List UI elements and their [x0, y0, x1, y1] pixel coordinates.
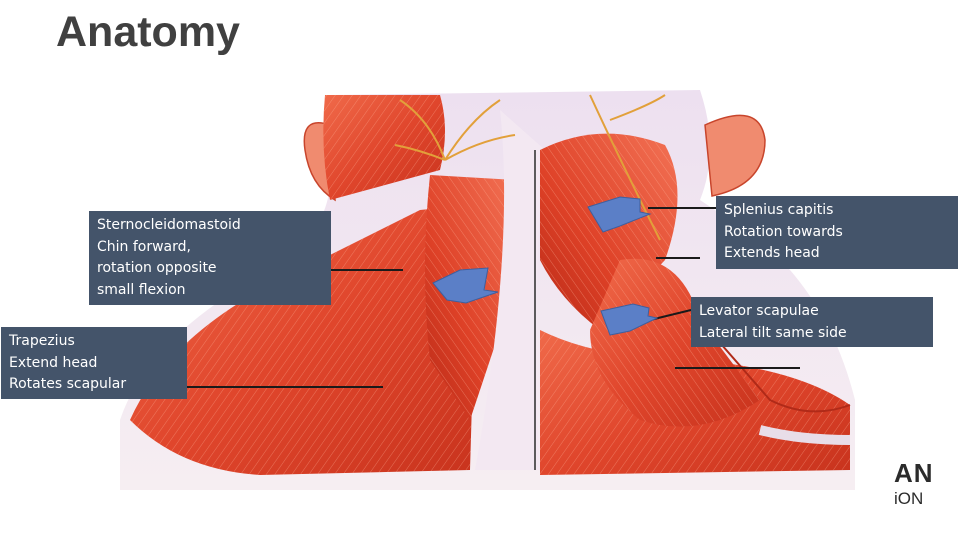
block-arrow-icon	[600, 303, 659, 336]
label-line: Splenius capitis	[724, 202, 834, 218]
sternocleidomastoid-label: Sternocleidomastoid Chin forward, rotati…	[89, 211, 331, 305]
label-line: Chin forward,	[97, 238, 191, 255]
block-arrow-icon	[587, 196, 652, 233]
logo: AN iON	[894, 458, 960, 518]
nerve-left	[394, 99, 516, 161]
page-title: Anatomy	[56, 8, 240, 56]
logo-text-top: AN	[894, 458, 934, 488]
nerve-right	[589, 94, 666, 241]
logo-text-bottom: iON	[894, 489, 924, 508]
label-line: Lateral tilt same side	[699, 324, 847, 341]
block-arrow-icon	[432, 267, 499, 304]
label-line: rotation opposite	[97, 260, 217, 276]
label-line: Levator scapulae	[699, 303, 819, 319]
label-line: Rotates scapular	[9, 376, 127, 392]
label-line: Extend head	[9, 354, 98, 371]
label-line: small flexion	[97, 281, 186, 298]
label-line: Extends head	[724, 245, 820, 261]
label-line: Sternocleidomastoid	[97, 217, 241, 233]
splenius-capitis-label: Splenius capitis Rotation towards Extend…	[716, 196, 958, 269]
label-line: Trapezius	[9, 333, 75, 349]
right-ear	[704, 114, 766, 197]
label-line: Rotation towards	[724, 223, 843, 240]
levator-scapulae-label: Levator scapulae Lateral tilt same side	[691, 297, 933, 347]
trapezius-label: Trapezius Extend head Rotates scapular	[1, 327, 187, 399]
